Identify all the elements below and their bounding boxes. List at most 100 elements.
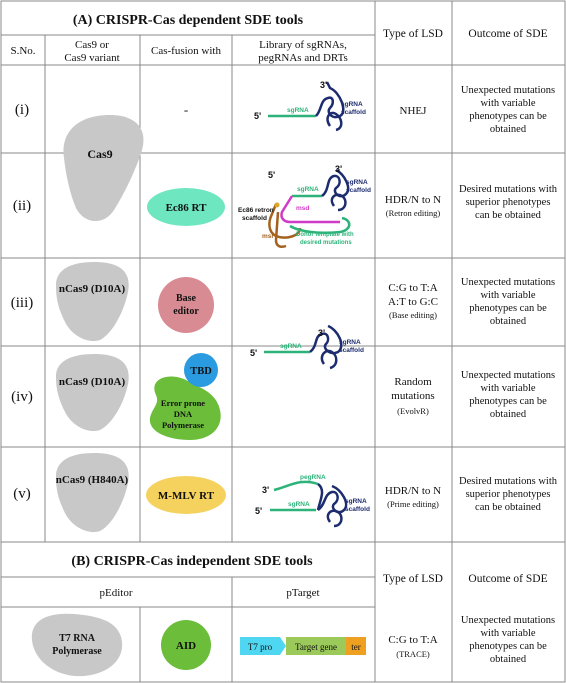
target-gene-label: Target gene xyxy=(295,642,337,652)
sgrna-label: sgRNA xyxy=(297,186,319,193)
polymerase-label: Polymerase xyxy=(162,420,204,430)
base-editor-label: editor xyxy=(173,306,199,317)
fusion-header: Cas-fusion with xyxy=(151,45,221,57)
base-editor-label: Base xyxy=(176,293,197,304)
outcome-cell: phenotypes can be xyxy=(469,303,547,314)
base-editor-circle xyxy=(158,277,214,333)
three-prime-label: 3' xyxy=(335,164,342,174)
scaffold-label: scaffold xyxy=(345,506,370,513)
lsd-header: Type of LSD xyxy=(383,28,443,40)
five-prime-label: 5' xyxy=(268,170,275,180)
outcome-cell: phenotypes can be xyxy=(469,641,547,652)
library-header-line1: Library of sgRNAs, xyxy=(259,39,347,51)
three-prime-label: 3' xyxy=(262,485,269,495)
scaffold-label: sgRNA xyxy=(346,179,368,186)
three-prime-label: 3' xyxy=(320,80,327,90)
five-prime-label: 5' xyxy=(254,111,261,121)
ptarget-construct xyxy=(240,637,366,655)
ncas9-h840a-shape xyxy=(55,453,129,533)
row-number: (v) xyxy=(13,486,31,502)
sgrna-label: sgRNA xyxy=(280,343,302,350)
polymerase-label: DNA xyxy=(174,409,193,419)
ec86-rt-label: Ec86 RT xyxy=(166,202,208,214)
row-number: (ii) xyxy=(13,198,31,214)
ec86-rt-ellipse xyxy=(147,188,225,226)
tbd-circle xyxy=(184,353,218,387)
msr-label: msr xyxy=(262,233,274,240)
outcome-cell: obtained xyxy=(490,409,527,420)
retron-label: Ec86 retron xyxy=(238,207,274,214)
mmlv-rt-label: M-MLV RT xyxy=(158,490,215,502)
outcome-cell: obtained xyxy=(490,316,527,327)
sgrna-label: sgRNA xyxy=(288,501,310,508)
t7-polymerase-label: Polymerase xyxy=(52,646,102,657)
pegrna-label: pegRNA xyxy=(300,474,326,481)
outcome-cell: Unexpected mutations xyxy=(461,85,555,96)
outcome-header: Outcome of SDE xyxy=(468,28,547,40)
lsd-cell: (Base editing) xyxy=(389,310,437,320)
mmlv-rt-ellipse xyxy=(146,476,226,514)
sno-header: S.No. xyxy=(10,45,35,57)
outcome-cell: phenotypes can be xyxy=(469,396,547,407)
ncas9-d10a-shape xyxy=(55,262,129,342)
cas9-header-line1: Cas9 or xyxy=(75,39,109,51)
donor-label: Donor template with xyxy=(296,232,354,238)
retron-label: scaffold xyxy=(242,215,267,222)
msd-label: msd xyxy=(296,205,309,212)
lsd-cell: mutations xyxy=(391,390,434,402)
row-number: (iii) xyxy=(11,295,34,311)
scaffold-label: sgRNA xyxy=(345,498,367,505)
cas9-header-line2: Cas9 variant xyxy=(64,52,119,64)
lsd-cell: (Retron editing) xyxy=(386,208,441,218)
three-prime-label: 3' xyxy=(318,328,325,338)
scaffold-label: scaffold xyxy=(339,347,364,354)
retron-diagram xyxy=(268,168,351,248)
peditor-header: pEditor xyxy=(100,587,133,599)
five-prime-label: 5' xyxy=(250,348,257,358)
scaffold-label: sgRNA xyxy=(339,339,361,346)
no-fusion-dash: - xyxy=(184,102,188,117)
lsd-cell: Random xyxy=(394,376,432,388)
outcome-cell: with variable xyxy=(480,98,535,109)
t7-polymerase-shape xyxy=(31,613,123,677)
error-prone-polymerase-shape xyxy=(149,376,221,440)
library-header-line2: pegRNAs and DRTs xyxy=(258,52,348,64)
section-a-title: (A) CRISPR-Cas dependent SDE tools xyxy=(73,13,304,28)
outcome-header: Outcome of SDE xyxy=(468,573,547,585)
outcome-cell: superior phenotypes xyxy=(466,197,551,208)
ncas9-h840a-label: nCas9 (H840A) xyxy=(56,474,129,486)
outcome-cell: obtained xyxy=(490,124,527,135)
outcome-cell: can be obtained xyxy=(475,502,542,513)
lsd-cell: (TRACE) xyxy=(396,649,430,659)
cas9-shape xyxy=(63,115,144,222)
lsd-cell: (Prime editing) xyxy=(387,499,439,509)
row-number: (iv) xyxy=(11,389,33,405)
section-b-title: (B) CRISPR-Cas independent SDE tools xyxy=(71,554,313,569)
lsd-cell: C:G to T:A xyxy=(388,634,437,646)
scaffold-label: scaffold xyxy=(346,187,371,194)
outcome-cell: Unexpected mutations xyxy=(461,277,555,288)
outcome-cell: Unexpected mutations xyxy=(461,370,555,381)
t7-polymerase-label: T7 RNA xyxy=(59,633,96,644)
outcome-cell: Desired mutations with xyxy=(459,184,558,195)
outcome-cell: phenotypes can be xyxy=(469,111,547,122)
ncas9-d10a-label: nCas9 (D10A) xyxy=(59,376,126,388)
lsd-cell: HDR/N to N xyxy=(385,194,441,206)
aid-label: AID xyxy=(176,640,196,652)
ptarget-header: pTarget xyxy=(286,587,319,599)
scaffold-label: scaffold xyxy=(341,109,366,116)
scaffold-label: sgRNA xyxy=(341,101,363,108)
row-number: (i) xyxy=(15,102,29,118)
outcome-cell: superior phenotypes xyxy=(466,489,551,500)
lsd-header: Type of LSD xyxy=(383,573,443,585)
lsd-cell: C:G to T:A xyxy=(388,282,437,294)
ncas9-d10a-label: nCas9 (D10A) xyxy=(59,283,126,295)
outcome-cell: with variable xyxy=(480,290,535,301)
tbd-label: TBD xyxy=(190,366,212,377)
lsd-cell: NHEJ xyxy=(400,105,428,117)
sgrna-diagram xyxy=(264,324,343,370)
donor-label: desired mutations xyxy=(300,240,352,246)
sgrna-diagram xyxy=(268,81,345,132)
